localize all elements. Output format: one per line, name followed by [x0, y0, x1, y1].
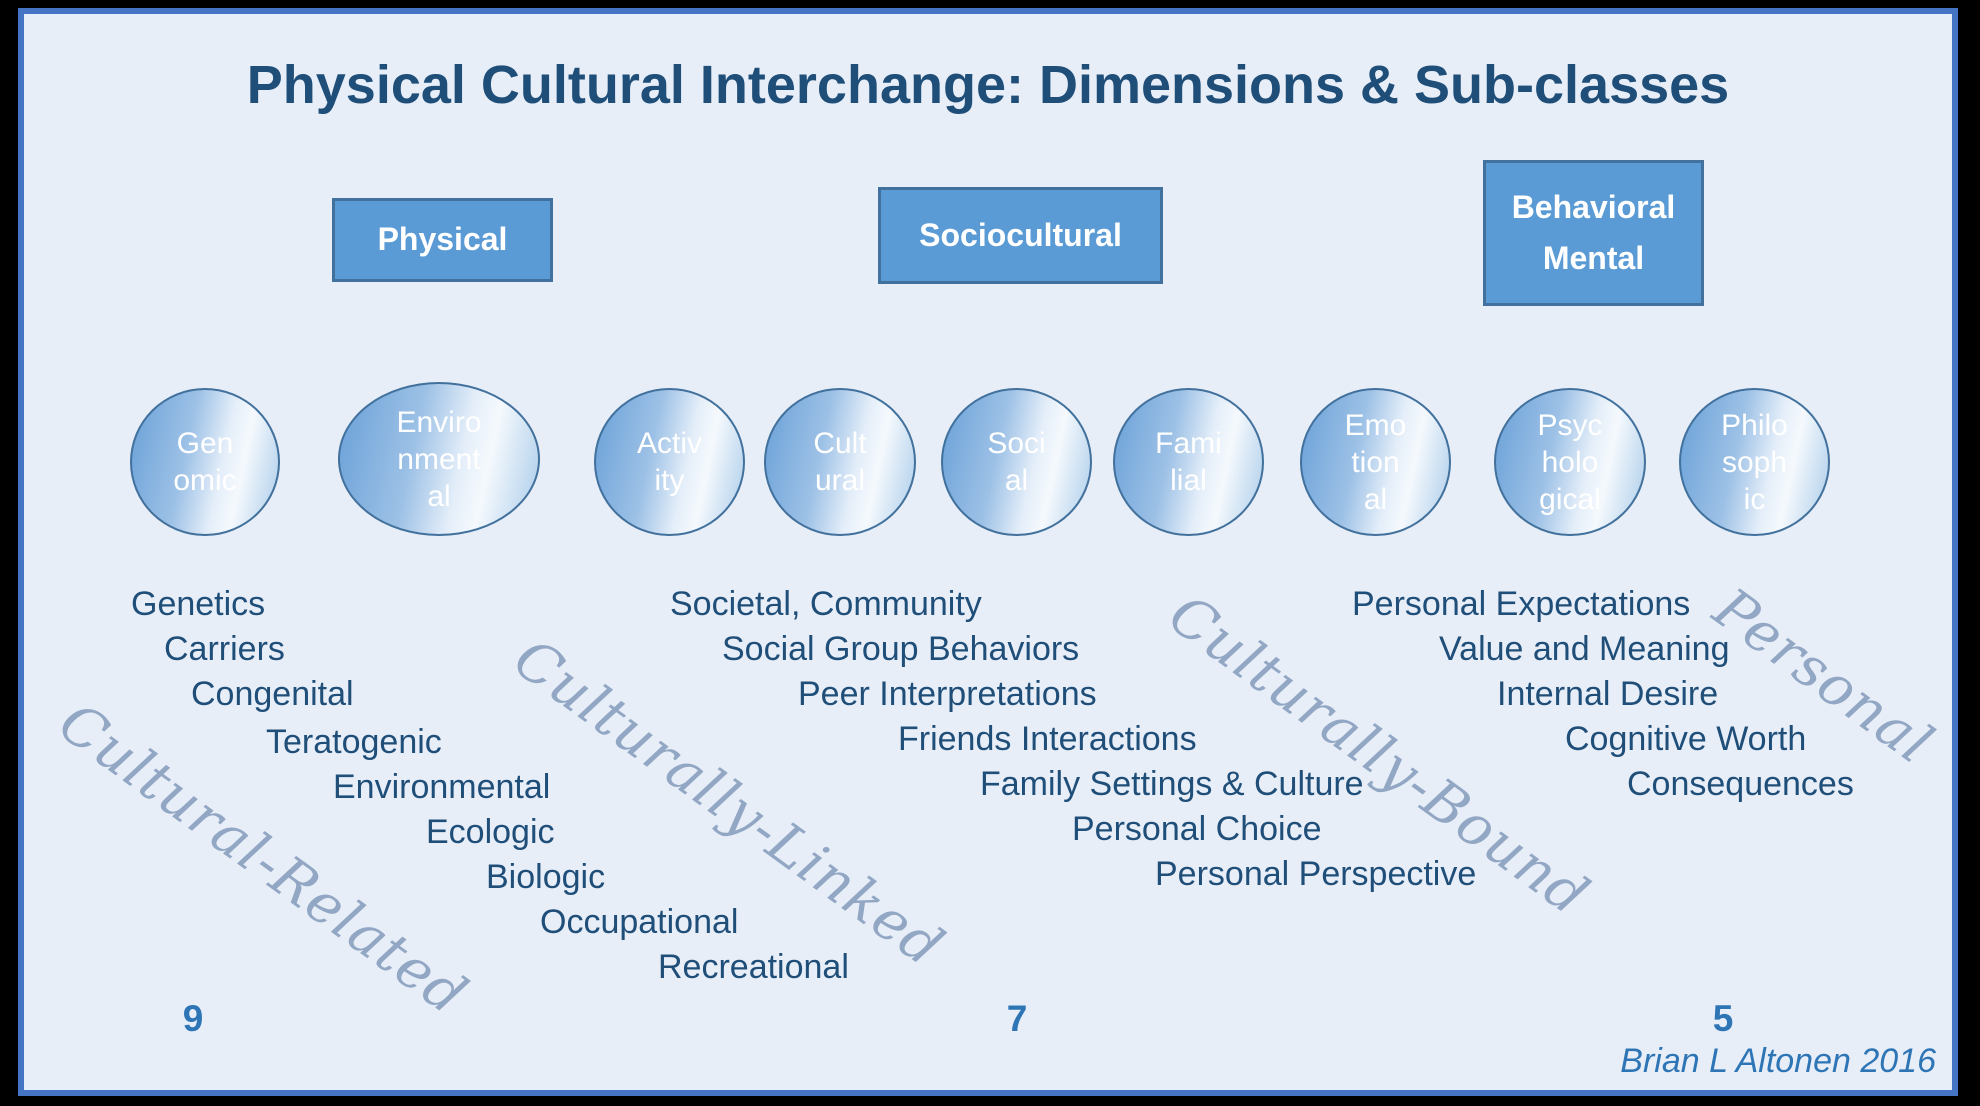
slide-canvas: Physical Cultural Interchange: Dimension… — [18, 8, 1958, 1096]
subclass-item: Personal Expectations — [1352, 585, 1691, 623]
author-credit: Brian L Altonen 2016 — [1620, 1042, 1936, 1080]
subclass-item: Cognitive Worth — [1565, 720, 1807, 758]
subclass-item: Environmental — [333, 768, 551, 806]
subclass-item: Genetics — [131, 585, 266, 623]
subclass-item: Ecologic — [426, 813, 555, 851]
dimension-circle-environmental: Enviro nment al — [338, 382, 540, 536]
subclass-item: Personal Perspective — [1155, 855, 1477, 893]
count-sociocultural: 7 — [1006, 998, 1028, 1039]
count-behavioral: 5 — [1712, 998, 1734, 1039]
dimension-circle-social: Soci al — [941, 388, 1092, 536]
subclass-item: Teratogenic — [266, 723, 442, 761]
subclass-item: Occupational — [540, 903, 739, 941]
subclass-item: Social Group Behaviors — [722, 630, 1080, 668]
subclass-item: Peer Interpretations — [798, 675, 1097, 713]
subclass-item: Carriers — [164, 630, 285, 668]
subclass-item: Recreational — [658, 948, 849, 986]
dimension-circle-emotional: Emo tion al — [1300, 388, 1451, 536]
dimension-circle-philosophic: Philo soph ic — [1679, 388, 1830, 536]
subclass-item: Internal Desire — [1497, 675, 1719, 713]
subclass-item: Congenital — [191, 675, 354, 713]
subclass-item: Personal Choice — [1072, 810, 1322, 848]
dimension-circle-genomic: Gen omic — [130, 388, 280, 536]
subclass-item: Societal, Community — [670, 585, 982, 623]
subclass-item: Friends Interactions — [898, 720, 1197, 758]
count-physical: 9 — [182, 998, 204, 1039]
page-title: Physical Cultural Interchange: Dimension… — [246, 55, 1730, 115]
dimension-circle-cultural: Cult ural — [764, 388, 916, 536]
dimension-circle-psychological: Psyc holo gical — [1494, 388, 1646, 536]
header-behavioral-mental: Behavioral Mental — [1483, 160, 1704, 306]
dimension-circle-familial: Fami lial — [1113, 388, 1264, 536]
subclass-item: Consequences — [1627, 765, 1854, 803]
header-sociocultural: Sociocultural — [878, 187, 1163, 284]
subclass-item: Family Settings & Culture — [980, 765, 1364, 803]
subclass-item: Biologic — [486, 858, 606, 896]
header-physical: Physical — [332, 198, 553, 282]
dimension-circle-activity: Activ ity — [594, 388, 745, 536]
subclass-item: Value and Meaning — [1439, 630, 1730, 668]
